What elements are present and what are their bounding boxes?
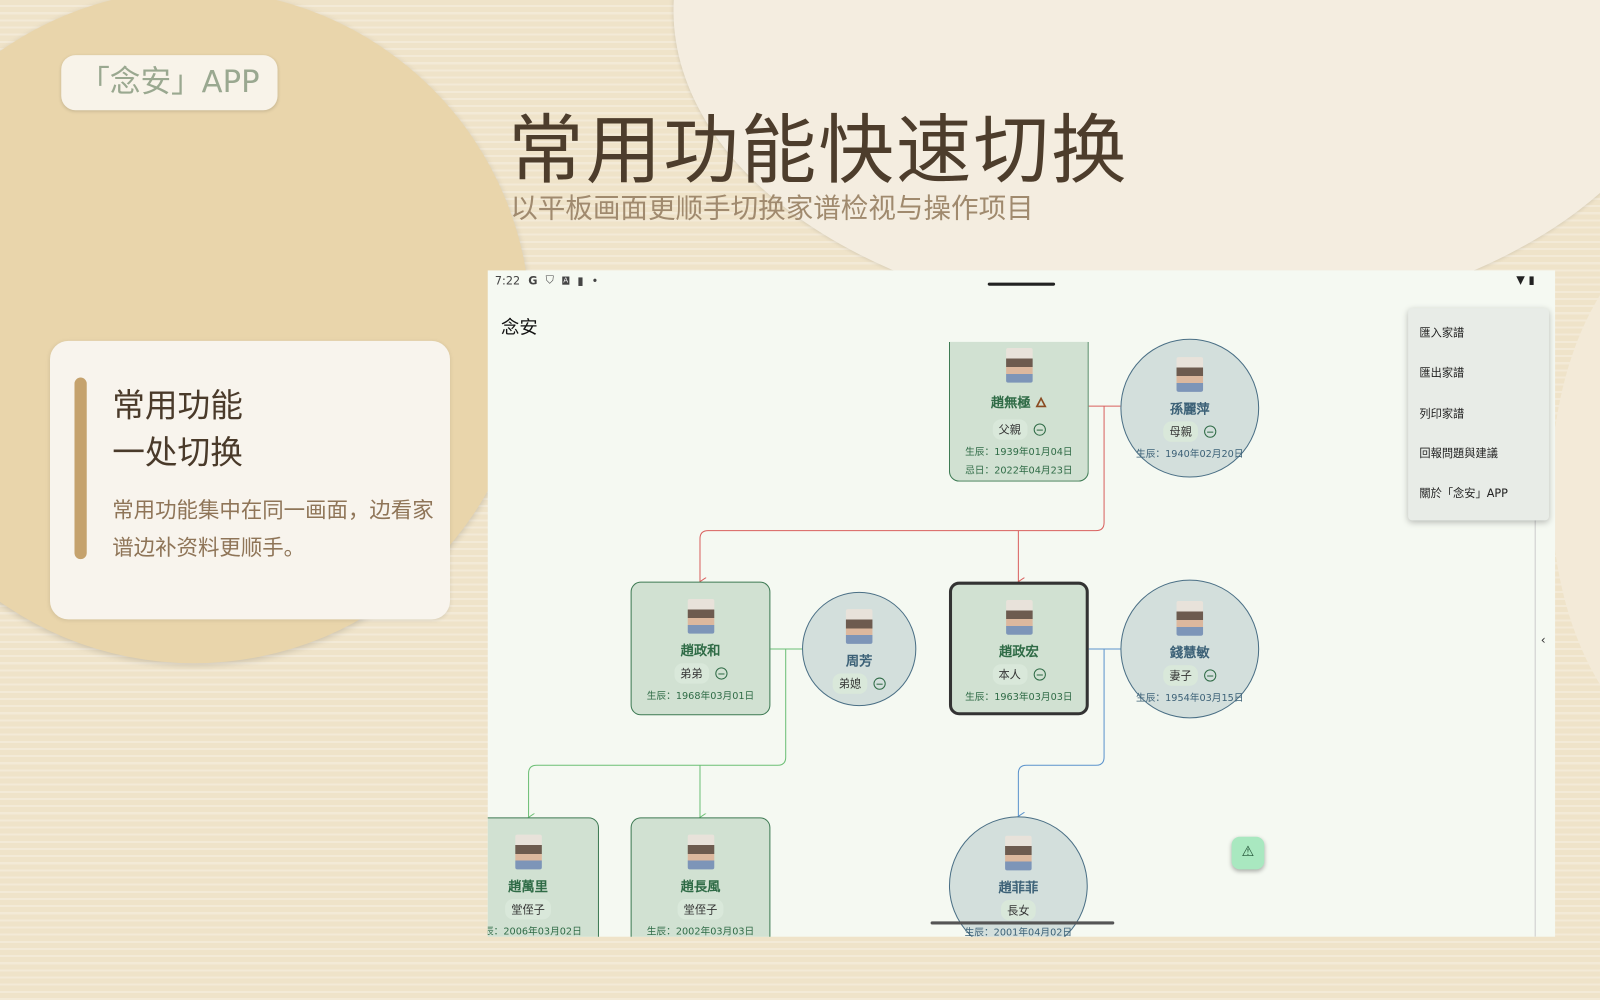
person-photo: [1176, 357, 1204, 392]
person-card[interactable]: 趙政和 弟弟 生辰：1968年03月01日: [630, 581, 771, 716]
relation-label: 妻子: [1163, 665, 1198, 686]
family-links: [488, 405, 1121, 936]
birth-date: 生辰：2001年04月02日: [964, 927, 1073, 937]
side-panel-divider: [1534, 520, 1536, 937]
death-date: 忌日：2022年04月23日: [965, 465, 1073, 477]
person-card[interactable]: 趙長風 堂侄子 生辰：2002年03月03日: [630, 817, 771, 937]
remove-icon[interactable]: [1204, 669, 1217, 682]
relation-label: 母親: [1163, 421, 1198, 442]
shield-icon: ⛉: [545, 273, 555, 287]
tablet-screen: 7:22 G ⛉ A ▮ • ▼ ▮ 念安 趙無極 🜂 父親 生辰：1939年0…: [487, 270, 1556, 937]
app-badge: 「念安」APP: [61, 55, 278, 111]
person-name: 孫麗萍: [1169, 402, 1210, 418]
status-time: 7:22: [494, 273, 521, 288]
menu-item-print[interactable]: 列印家譜: [1419, 406, 1465, 420]
person-photo: [1176, 601, 1204, 636]
person-name: 趙長風: [680, 879, 721, 895]
promo-subtitle: 以平板画面更顺手切换家谱检视与操作项目: [510, 192, 1034, 225]
person-name: 趙政和: [680, 643, 721, 660]
person-card[interactable]: 趙菲菲 長女 生辰：2001年04月02日: [948, 816, 1088, 937]
accent-bar: [74, 377, 87, 560]
battery-icon: ▮: [1528, 273, 1535, 287]
person-card-self[interactable]: 趙政宏 本人 生辰：1963年03月03日: [948, 581, 1089, 716]
wifi-icon: ▼: [1516, 273, 1525, 287]
relation-label: 父親: [992, 419, 1028, 440]
relation-label: 堂侄子: [505, 898, 552, 920]
sibling-link: [529, 648, 803, 817]
relation-label: 堂侄子: [677, 898, 724, 920]
person-name: 趙無極: [990, 395, 1031, 412]
feedback-button[interactable]: ⚠: [1231, 836, 1265, 870]
person-card[interactable]: 孫麗萍 母親 生辰：1940年02月20日: [1120, 338, 1260, 478]
a-icon: A: [562, 276, 570, 285]
feature-description: 常用功能集中在同一画面，边看家谱边补资料更顺手。: [112, 497, 434, 561]
birth-date: 生辰：2006年03月02日: [488, 926, 582, 937]
heading-line: 常用功能: [112, 385, 243, 425]
self-link: [1018, 648, 1121, 816]
person-photo: [514, 834, 542, 870]
overflow-menu: 匯入家譜 匯出家譜 列印家譜 回報問題與建議 關於「念安」APP: [1408, 308, 1549, 521]
app-title: 念安: [501, 317, 538, 339]
incense-icon: 🜂: [1035, 395, 1047, 412]
status-bar: 7:22 G ⛉ A ▮ •: [495, 273, 598, 287]
feature-heading: 常用功能一处切换: [112, 382, 243, 476]
relation-label: 弟弟: [673, 663, 709, 684]
remove-icon[interactable]: [1033, 423, 1046, 436]
person-name: 趙政宏: [998, 644, 1039, 661]
birth-date: 生辰：1968年03月01日: [646, 690, 755, 703]
google-icon: G: [528, 273, 538, 288]
person-photo: [1005, 347, 1033, 383]
person-name: 周芳: [845, 654, 873, 670]
parents-link: [700, 405, 1121, 582]
person-photo: [1005, 599, 1033, 635]
menu-item-export[interactable]: 匯出家譜: [1419, 366, 1465, 380]
person-name: 趙萬里: [508, 879, 548, 895]
person-photo: [687, 834, 714, 870]
remove-icon[interactable]: [714, 667, 728, 680]
chevron-left-icon[interactable]: ‹: [1540, 632, 1546, 647]
person-photo: [1005, 835, 1032, 871]
remove-icon[interactable]: [873, 677, 886, 690]
person-name: 趙菲菲: [998, 880, 1039, 896]
menu-item-import[interactable]: 匯入家譜: [1419, 326, 1465, 340]
camera-notch: [987, 282, 1056, 286]
relation-label: 本人: [992, 664, 1028, 685]
dot-icon: •: [591, 273, 599, 288]
status-right: ▼ ▮: [1516, 273, 1534, 286]
person-card[interactable]: 趙無極 🜂 父親 生辰：1939年01月04日 忌日：2022年04月23日: [948, 341, 1089, 482]
sd-card-icon: ▮: [577, 273, 584, 288]
promo-title: 常用功能快速切换: [508, 107, 1129, 195]
relation-label: 長女: [1001, 899, 1036, 921]
person-card[interactable]: 錢慧敏 妻子 生辰：1954年03月15日: [1120, 579, 1260, 719]
feature-card: 常用功能一处切换 常用功能集中在同一画面，边看家谱边补资料更顺手。: [49, 340, 450, 620]
menu-item-about[interactable]: 關於「念安」APP: [1419, 486, 1508, 501]
person-name: 錢慧敏: [1169, 645, 1210, 662]
feedback-icon: ⚠: [1241, 843, 1255, 861]
person-photo: [687, 598, 714, 634]
birth-date: 生辰：1963年03月03日: [965, 691, 1073, 704]
birth-date: 生辰：2002年03月03日: [646, 926, 755, 937]
remove-icon[interactable]: [1033, 668, 1046, 681]
birth-date: 生辰：1939年01月04日: [965, 446, 1073, 459]
relation-label: 弟媳: [832, 673, 868, 694]
person-card[interactable]: 周芳 弟媳: [802, 591, 917, 707]
birth-date: 生辰：1940年02月20日: [1136, 448, 1244, 461]
heading-line: 一处切换: [112, 432, 243, 472]
birth-date: 生辰：1954年03月15日: [1136, 692, 1244, 705]
background-circle: [1551, 224, 1600, 756]
person-photo: [845, 609, 873, 644]
remove-icon[interactable]: [1204, 425, 1217, 438]
gesture-bar: [930, 921, 1115, 925]
person-card[interactable]: 趙萬里 堂侄子 生辰：2006年03月02日: [487, 817, 599, 937]
menu-item-feedback[interactable]: 回報問題與建議: [1419, 446, 1498, 461]
